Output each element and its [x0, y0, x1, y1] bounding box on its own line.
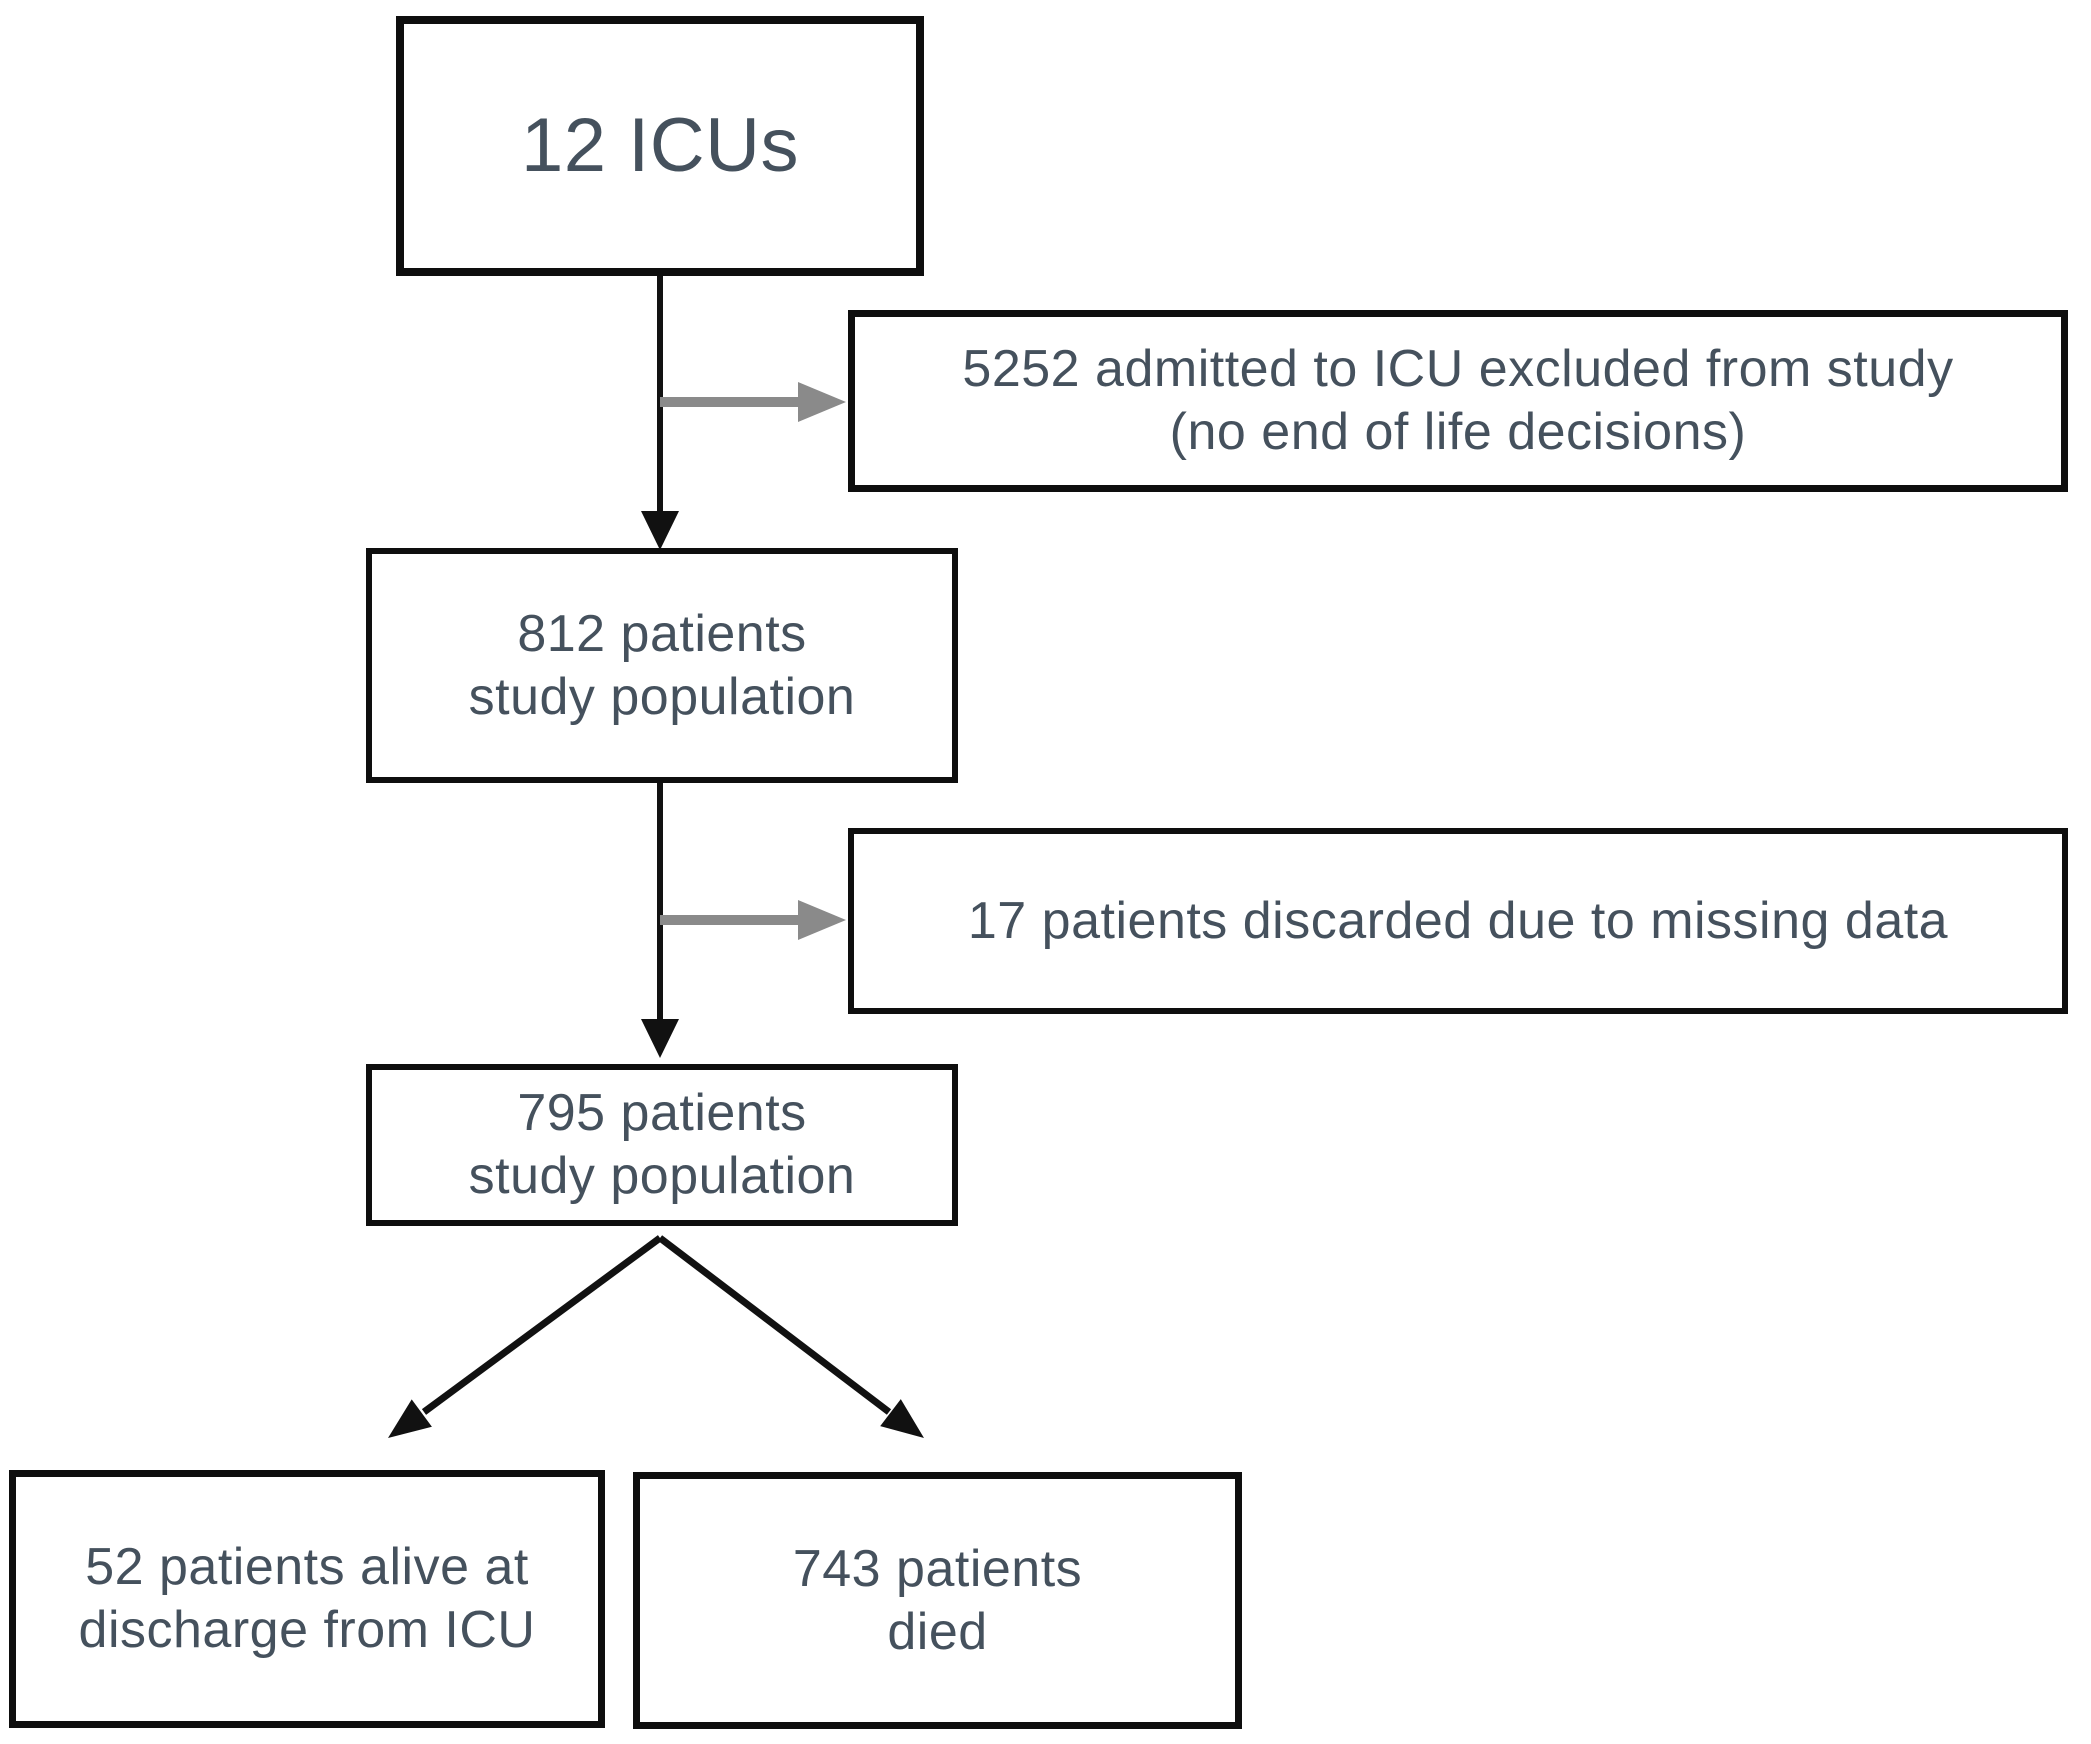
arrowhead-diagonal-icon — [880, 1399, 924, 1438]
node-label: 17 patients discarded due to missing dat… — [967, 891, 1949, 950]
node-label-line2: study population — [468, 1147, 856, 1205]
node-label-line2: died — [887, 1602, 988, 1661]
node-label-line1: 795 patients — [517, 1084, 807, 1142]
node-excluded-from-study: 5252 admitted to ICU excluded from study… — [848, 310, 2068, 492]
node-label-line1: 52 patients alive at — [85, 1538, 529, 1596]
arrowhead-right-icon — [798, 382, 846, 422]
arrow-to-excluded — [660, 382, 846, 422]
arrow-to-discarded — [660, 900, 846, 940]
arrowhead-down-icon — [641, 511, 679, 550]
node-label-line1: 5252 admitted to ICU excluded from study — [962, 340, 1954, 398]
node-label: 12 ICUs — [520, 103, 800, 188]
arrowhead-down-icon — [641, 1019, 679, 1058]
arrow-icus-to-pop812 — [641, 276, 679, 550]
node-label-line1: 812 patients — [517, 604, 807, 663]
node-label-line2: study population — [468, 667, 856, 726]
arrowhead-right-icon — [798, 900, 846, 940]
node-label-line2: (no end of life decisions) — [1169, 403, 1747, 461]
node-label-line1: 743 patients — [792, 1539, 1083, 1598]
node-812-study-population: 812 patients study population — [366, 548, 958, 783]
node-discarded-missing-data: 17 patients discarded due to missing dat… — [848, 828, 2068, 1014]
node-label-line2: discharge from ICU — [78, 1601, 536, 1659]
arrow-pop795-to-died — [657, 1235, 924, 1438]
arrowhead-diagonal-icon — [388, 1399, 432, 1438]
node-12-icus: 12 ICUs — [396, 16, 924, 276]
node-alive-at-discharge: 52 patients alive at discharge from ICU — [9, 1470, 605, 1728]
node-795-study-population: 795 patients study population — [366, 1064, 958, 1226]
arrow-pop795-to-alive — [388, 1235, 663, 1438]
node-died: 743 patients died — [633, 1472, 1242, 1729]
arrow-pop812-to-pop795 — [641, 783, 679, 1058]
